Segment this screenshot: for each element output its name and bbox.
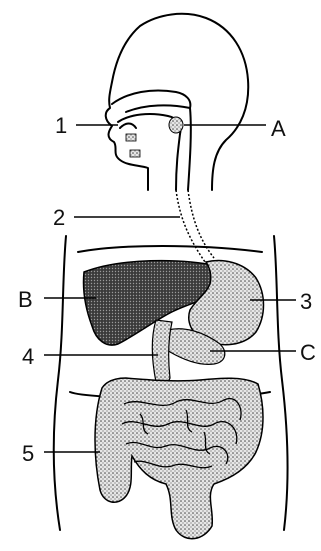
torso-outline: [54, 236, 66, 530]
label-3: 3: [300, 289, 312, 314]
torso-outline-right: [274, 236, 288, 530]
nasal-cavity: [112, 91, 190, 113]
duodenum: [152, 320, 172, 384]
label-B: B: [18, 287, 33, 312]
esophagus: [176, 190, 205, 262]
label-C: C: [300, 340, 316, 365]
label-1: 1: [55, 113, 67, 138]
label-5: 5: [22, 441, 34, 466]
teeth: [126, 134, 140, 157]
tongue: [120, 124, 136, 129]
chest-line: [78, 246, 262, 252]
label-A: A: [271, 116, 286, 141]
label-2: 2: [53, 205, 65, 230]
salivary-gland: [169, 117, 183, 133]
label-4: 4: [22, 344, 34, 369]
